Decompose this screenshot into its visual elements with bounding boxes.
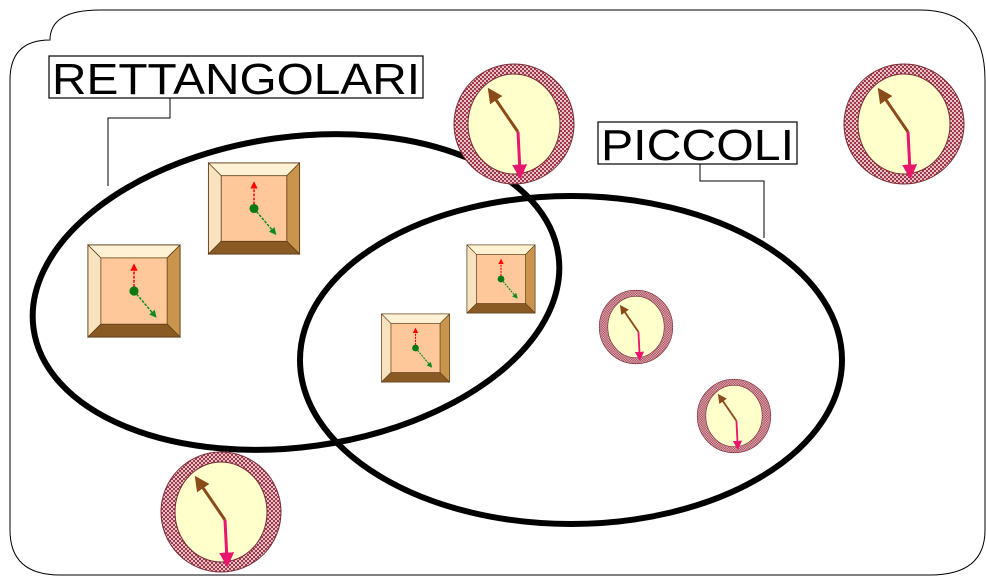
small-round-clock (599, 290, 673, 364)
large-round-clock (454, 64, 574, 184)
set-piccoli-ellipse (297, 193, 845, 527)
universe-boundary (9, 9, 986, 576)
rectangular-clock (88, 245, 180, 337)
large-round-clock (161, 452, 281, 572)
piccoli-label: PICCOLI (601, 121, 794, 170)
large-round-clock (844, 64, 964, 184)
rettangolari-label: RETTANGOLARI (52, 55, 420, 104)
rectangular-clock (209, 163, 300, 254)
piccoli-leader-line (699, 164, 765, 238)
set-rettangolari-ellipse (29, 131, 563, 453)
rettangolari-label-box (48, 55, 424, 99)
rectangular-clock (382, 314, 450, 382)
piccoli-label-box (597, 121, 798, 165)
small-round-clock (697, 379, 771, 453)
rettangolari-leader-line (107, 98, 171, 186)
rectangular-clock (467, 245, 535, 313)
